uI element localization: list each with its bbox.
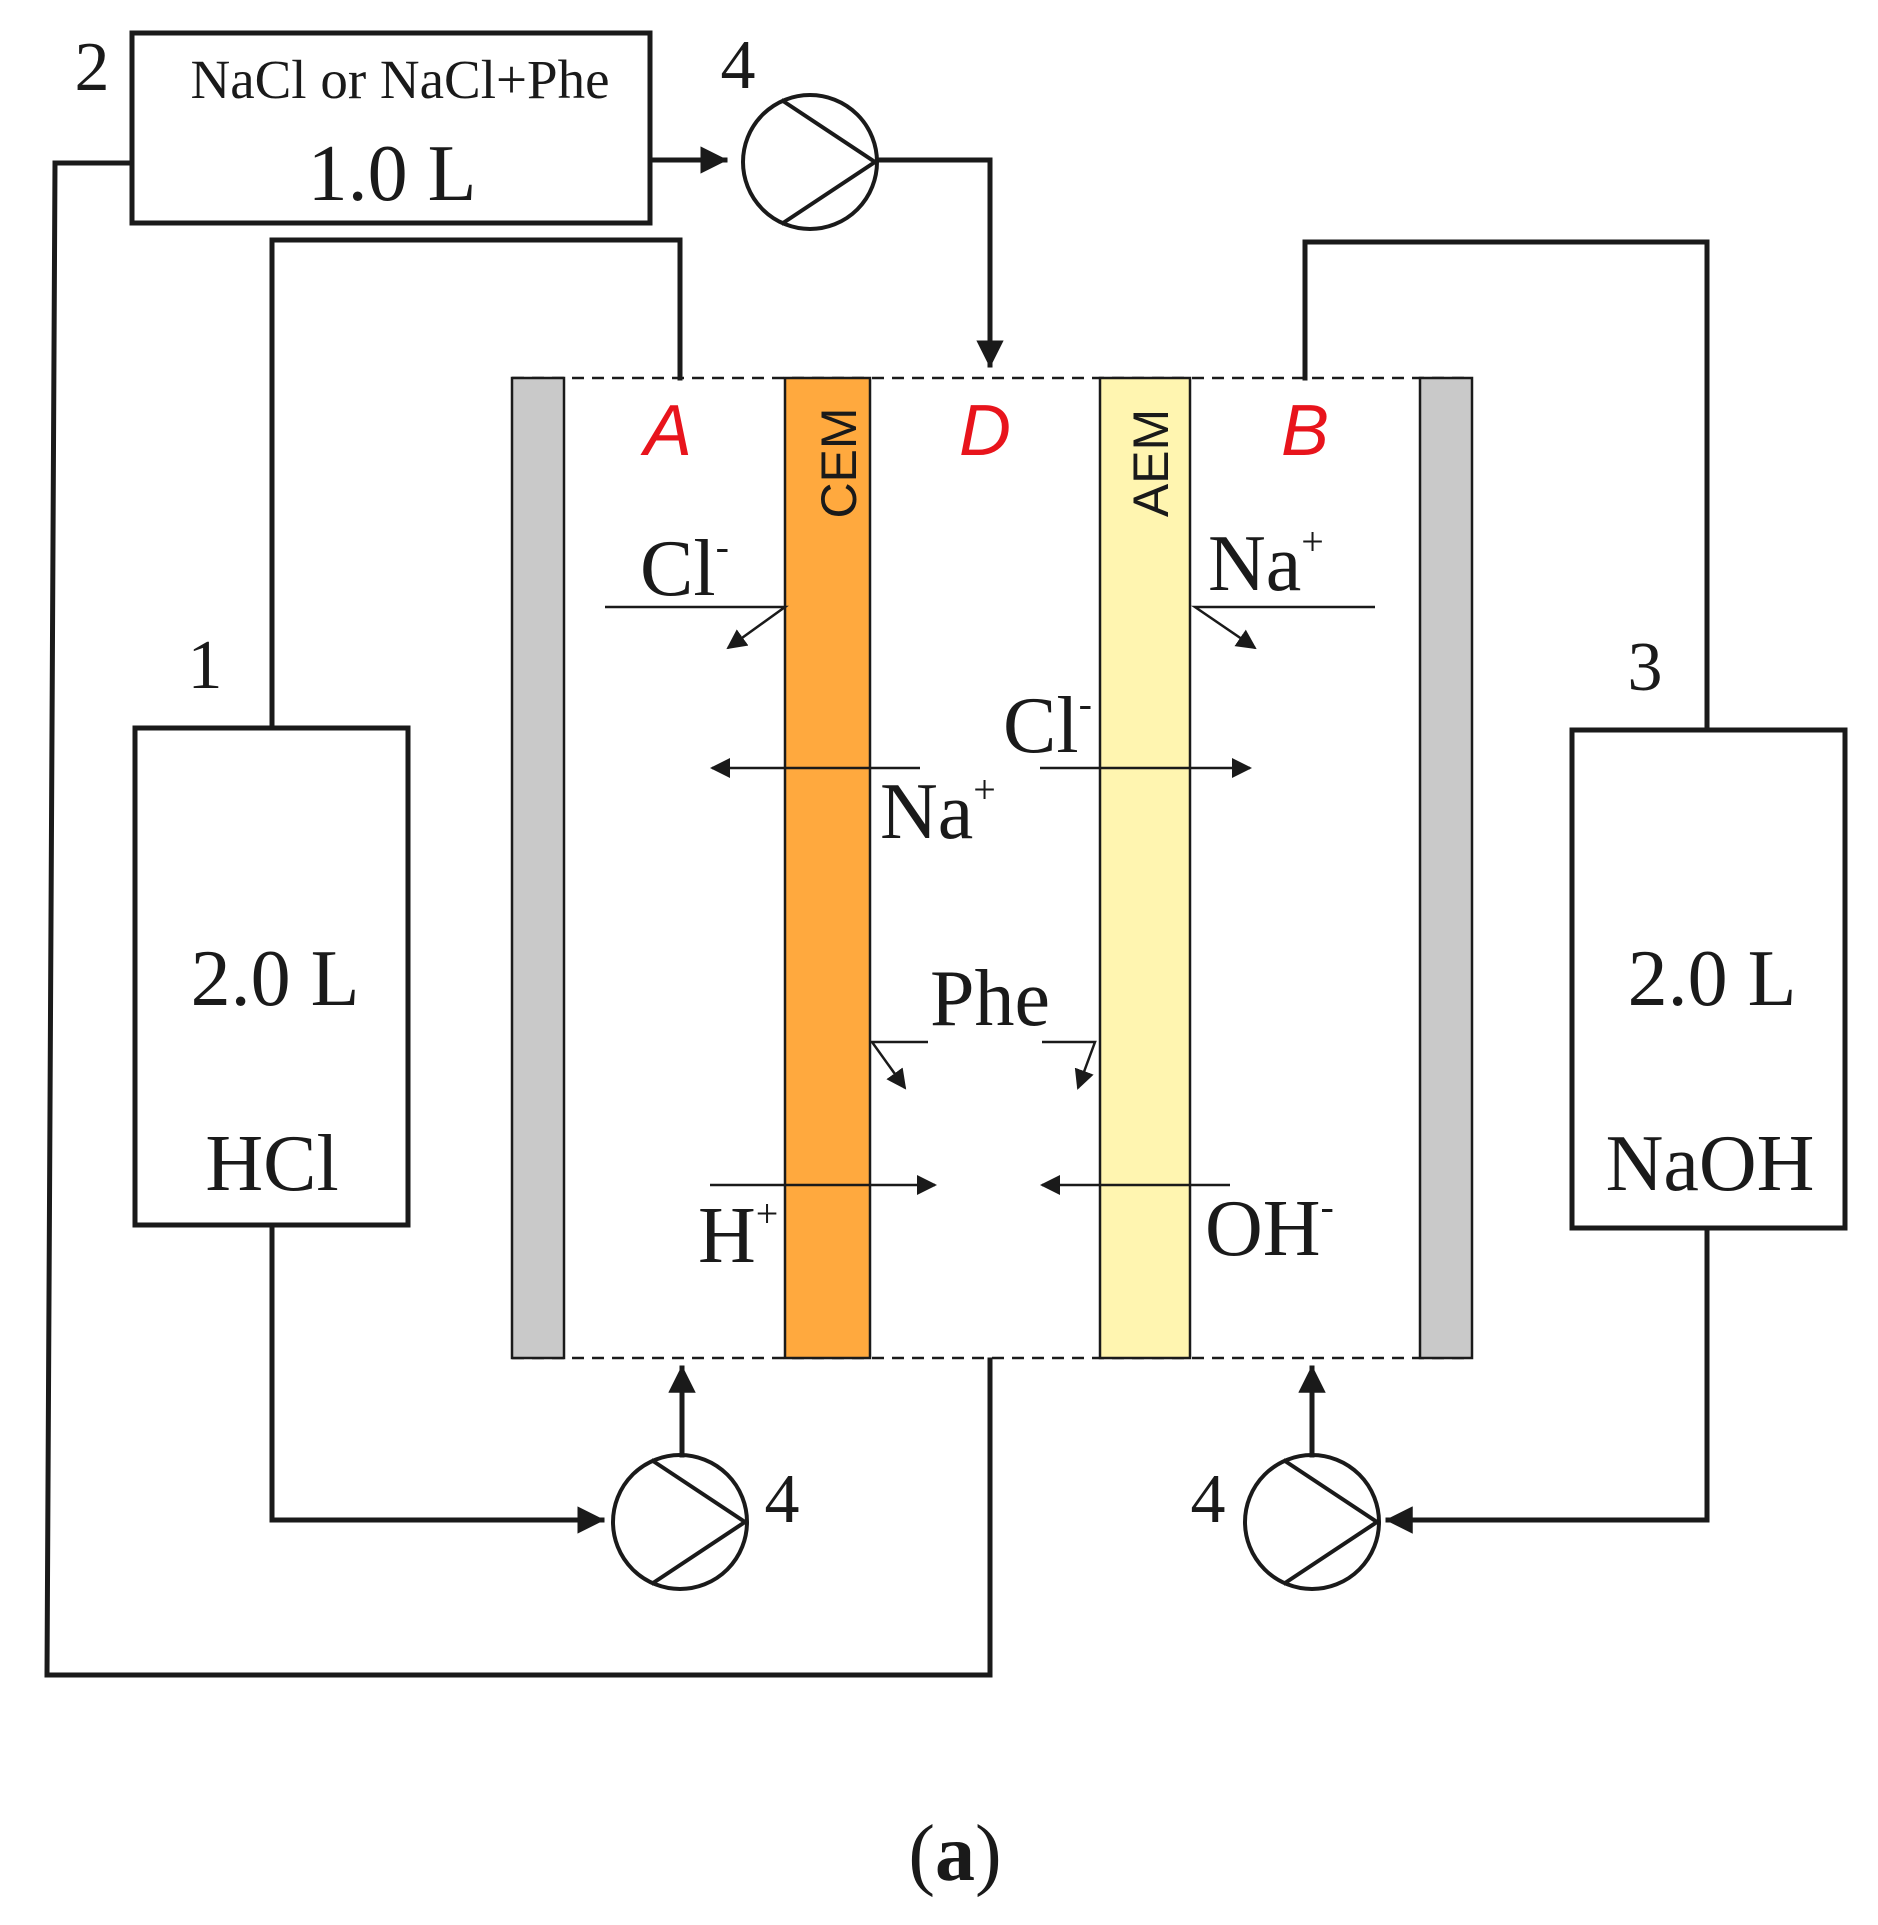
pipe-b-outlet-to-tank3	[1302, 239, 1710, 731]
tank-2-volume: 1.0 L	[308, 130, 477, 218]
ion-na-middle: Na+	[880, 767, 996, 856]
pump-top	[741, 93, 879, 231]
ion-na-right: Na+	[1208, 519, 1324, 608]
phe-to-cem-arrow	[869, 1040, 928, 1090]
cation-exchange-membrane	[783, 376, 872, 1360]
tank-2-solution: NaCl or NaCl+Phe	[190, 49, 609, 110]
ed-stack	[510, 376, 1474, 1360]
molecule-phe: Phe	[930, 955, 1050, 1043]
compartment-b-label: B	[1281, 391, 1329, 471]
pump-left-number: 4	[765, 1461, 800, 1538]
tank-3-number: 3	[1628, 629, 1663, 706]
pump-right	[1243, 1453, 1381, 1591]
ion-oh: OH-	[1205, 1184, 1334, 1273]
pump-top-number: 4	[721, 27, 756, 104]
pipe-tank1-to-pump	[269, 1222, 605, 1534]
pipe-a-outlet-to-tank1	[269, 237, 683, 731]
ion-cl-left: Cl-	[640, 524, 729, 613]
tank-1	[132, 725, 411, 1228]
tank-2	[129, 30, 653, 226]
pipe-tank3-to-pump	[1385, 1225, 1710, 1534]
pump-right-number: 4	[1191, 1461, 1226, 1538]
electrode-right	[1418, 376, 1474, 1360]
tank-1-solution: HCl	[205, 1120, 338, 1208]
tank-3	[1569, 727, 1848, 1231]
electrode-left	[510, 376, 566, 1360]
pipe-pump-to-d-inlet	[877, 157, 1004, 368]
pump-left	[611, 1453, 749, 1591]
ion-cl-middle: Cl-	[1003, 681, 1092, 770]
anion-exchange-membrane	[1098, 376, 1192, 1360]
na-rejection-arrow	[1190, 605, 1375, 650]
compartment-a-label: A	[640, 391, 692, 471]
tank-3-volume: 2.0 L	[1628, 935, 1797, 1023]
ion-h: H+	[698, 1191, 778, 1280]
cem-label: CEM	[811, 407, 867, 518]
phe-to-aem-arrow	[1042, 1040, 1097, 1090]
figure-caption: (a)	[908, 1810, 1001, 1898]
pipe-d-outlet-to-tank2	[44, 160, 993, 1678]
tank-1-number: 1	[188, 627, 223, 704]
cl-rejection-arrow	[605, 605, 789, 650]
tank-3-solution: NaOH	[1606, 1120, 1815, 1208]
aem-label: AEM	[1123, 409, 1179, 517]
compartment-d-label: D	[959, 391, 1011, 471]
tank-1-volume: 2.0 L	[191, 935, 360, 1023]
tank-2-number: 2	[75, 29, 110, 106]
